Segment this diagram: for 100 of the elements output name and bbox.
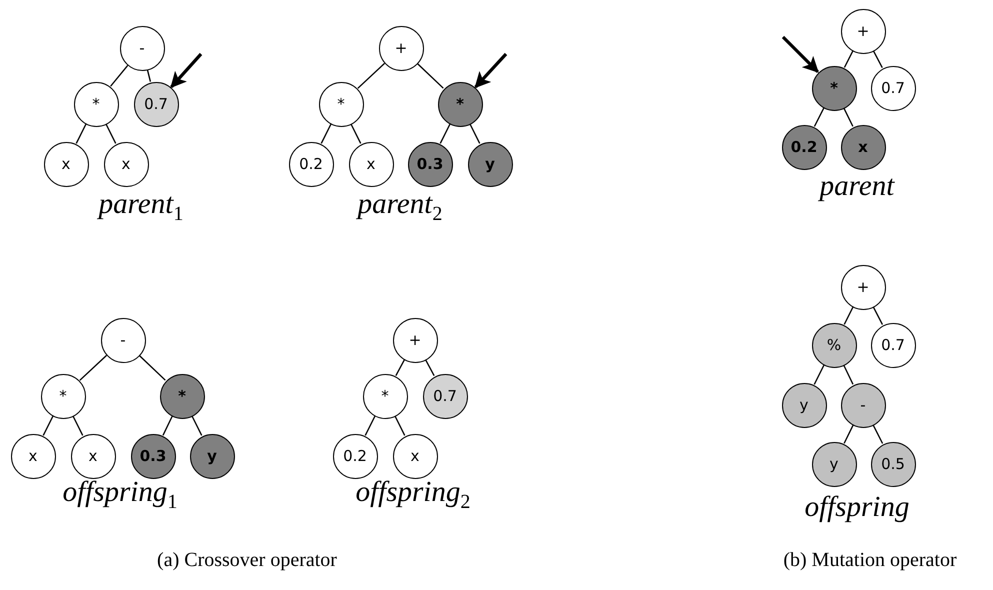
tree-node-circle — [468, 142, 512, 186]
node-symbol: 0.7 — [881, 79, 905, 97]
tree-branch-line — [416, 63, 444, 89]
node-symbol: 0.7 — [433, 387, 457, 405]
tree-branch-line — [320, 124, 332, 144]
tree-node-circle — [870, 66, 916, 110]
node-symbol: y — [207, 447, 217, 465]
tree-node-circle — [870, 322, 916, 368]
tree-node-circle — [104, 142, 148, 186]
tree-branch-line — [162, 416, 173, 436]
tree-node-circle — [134, 82, 178, 126]
node-symbol: 0.2 — [299, 155, 323, 173]
tree-node-circle — [392, 318, 438, 362]
tree-node-circle — [782, 382, 826, 428]
tree-node-circle — [120, 26, 164, 70]
tree-branch-line — [110, 64, 128, 87]
tree-node-circle — [840, 382, 886, 428]
tree-caption: parent$_{2}$ — [358, 188, 442, 226]
tree-branch-line — [105, 124, 116, 144]
tree-branch-line — [844, 306, 854, 325]
tree-node-circle — [870, 442, 916, 486]
tree-node-circle — [840, 124, 886, 170]
tree-branch-line — [843, 108, 854, 127]
subfigure-caption: (a) Crossover operator — [157, 549, 337, 572]
node-symbol: 0.7 — [881, 336, 905, 354]
tree-branch-line — [146, 70, 152, 82]
node-symbol: x — [366, 155, 376, 173]
tree-caption: offspring$_{2}$ — [356, 476, 470, 514]
node-symbol: + — [394, 39, 408, 57]
node-symbol: 0.2 — [343, 447, 367, 465]
tree-node-circle — [812, 442, 856, 486]
tree-branch-line — [350, 124, 362, 144]
node-symbol: * — [456, 95, 464, 113]
node-symbol: y — [485, 155, 495, 173]
node-symbol: y — [800, 396, 808, 414]
node-symbol: y — [830, 455, 838, 473]
node-symbol: x — [88, 447, 98, 465]
tree-branch-line — [872, 50, 883, 68]
tree-branch-line — [814, 364, 825, 385]
tree-node-circle — [160, 374, 204, 418]
tree-branch-line — [138, 355, 166, 381]
node-symbol: * — [59, 387, 67, 405]
tree-node-circle — [422, 374, 468, 418]
node-symbol: * — [337, 95, 345, 113]
tree-branch-line — [394, 416, 406, 436]
tree-branch-line — [357, 62, 385, 89]
pointer-arrow — [474, 52, 508, 88]
tree-node-circle — [190, 434, 234, 478]
tree-branch-line — [469, 124, 480, 144]
tree-branch-line — [844, 424, 854, 444]
tree-caption: offspring$_{1}$ — [62, 476, 178, 514]
node-symbol: 0.2 — [790, 138, 818, 156]
tree-node-circle — [40, 374, 86, 418]
node-symbol: x — [122, 155, 130, 173]
tree-branch-line — [364, 416, 376, 436]
pointer-arrow — [170, 52, 202, 88]
tree-node-circle — [408, 142, 452, 186]
node-symbol: - — [860, 396, 866, 414]
node-symbol: * — [381, 387, 389, 405]
tree-branch-line — [872, 424, 884, 444]
tree-caption: parent — [820, 170, 894, 203]
tree-caption: offspring — [804, 491, 910, 524]
tree-node-circle — [100, 318, 146, 362]
node-symbol: 0.7 — [144, 95, 168, 113]
tree-node-circle — [130, 434, 176, 478]
subfigure-caption: (b) Mutation operator — [783, 549, 957, 572]
node-symbol: 0.5 — [881, 455, 905, 473]
tree-branch-line — [191, 416, 202, 436]
tree-node-circle — [318, 82, 364, 126]
tree-node-circle — [392, 434, 438, 478]
node-symbol: 0.3 — [140, 447, 166, 465]
tree-node-circle — [840, 264, 886, 310]
node-symbol: - — [139, 39, 145, 57]
tree-node-circle — [378, 26, 424, 70]
tree-branch-line — [872, 306, 884, 325]
tree-node-circle — [840, 8, 886, 54]
node-symbol: * — [92, 95, 100, 113]
tree-node-circle — [10, 434, 56, 478]
node-symbol: x — [28, 447, 38, 465]
tree-branch-line — [79, 354, 107, 381]
pointer-arrow — [782, 36, 819, 73]
tree-node-circle — [812, 66, 856, 110]
node-symbol: + — [856, 278, 870, 296]
tree-branch-line — [42, 416, 54, 436]
tree-branch-line — [844, 50, 854, 68]
tree-node-circle — [812, 322, 856, 368]
node-symbol: * — [830, 79, 838, 97]
node-symbol: x — [62, 155, 70, 173]
tree-branch-line — [395, 360, 405, 376]
node-symbol: x — [858, 138, 868, 156]
tree-branch-line — [76, 124, 87, 144]
node-symbol: 0.3 — [416, 155, 444, 173]
tree-node-circle — [288, 142, 334, 186]
tree-node-circle — [74, 82, 118, 126]
node-symbol: % — [826, 336, 842, 354]
tree-node-circle — [438, 82, 482, 126]
node-symbol: * — [178, 387, 186, 405]
tree-caption: parent$_{1}$ — [98, 188, 184, 226]
node-symbol: x — [410, 447, 420, 465]
tree-branch-line — [814, 108, 824, 127]
